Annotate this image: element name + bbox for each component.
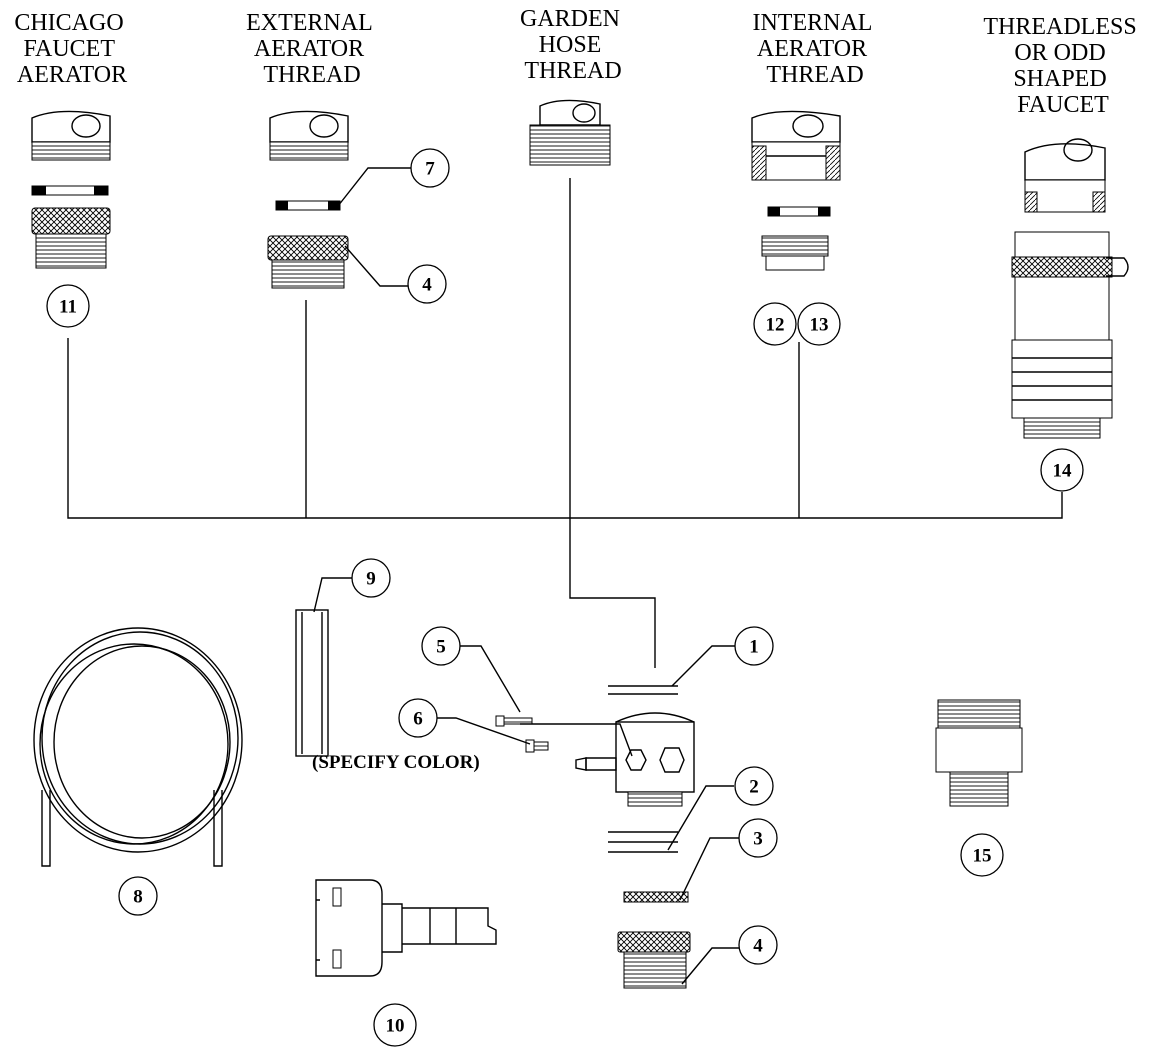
- leader-lines: [313, 167, 739, 985]
- callout-9: 9: [351, 558, 391, 598]
- washer-chicago: [31, 185, 109, 196]
- svg-text:6: 6: [413, 709, 423, 730]
- svg-text:1: 1: [749, 637, 759, 658]
- faucet-head-chicago: [31, 110, 111, 161]
- washer-external: [275, 200, 341, 211]
- svg-text:4: 4: [422, 275, 432, 296]
- callout-14: 14: [1040, 448, 1084, 492]
- header-internal: INTERNAL AERATOR THREAD: [752, 10, 877, 88]
- adapter-threadless-clamp: [1011, 231, 1129, 439]
- svg-text:15: 15: [973, 846, 992, 867]
- callout-7: 7: [410, 148, 450, 188]
- screw-5: [495, 715, 533, 727]
- svg-text:9: 9: [366, 569, 376, 590]
- faucet-head-garden: [529, 99, 611, 166]
- callout-15: 15: [960, 833, 1004, 877]
- svg-text:4: 4: [753, 936, 763, 957]
- callout-11: 11: [46, 284, 90, 328]
- connection-lines: [67, 178, 1063, 668]
- svg-text:12: 12: [766, 315, 785, 336]
- svg-text:2: 2: [749, 777, 759, 798]
- specify-color-note: (SPECIFY COLOR): [312, 752, 480, 773]
- vacuum-breaker: [935, 699, 1023, 807]
- washer-internal: [767, 206, 831, 217]
- svg-text:10: 10: [386, 1016, 405, 1037]
- header-chicago: CHICAGO FAUCET AERATOR: [14, 10, 129, 88]
- callout-10: 10: [373, 1003, 417, 1047]
- callout-6: 6: [398, 698, 438, 738]
- callout-5: 5: [421, 626, 461, 666]
- adapter-chicago: [31, 207, 111, 269]
- adapter-internal: [761, 235, 829, 271]
- adapter-external: [267, 235, 349, 289]
- faucet-head-threadless: [1024, 138, 1106, 213]
- callout-3: 3: [738, 818, 778, 858]
- callout-4-body: 4: [738, 925, 778, 965]
- callout-8: 8: [118, 876, 158, 916]
- callout-4-external: 4: [407, 264, 447, 304]
- screw-6: [525, 739, 549, 753]
- tubing-coil: [33, 627, 243, 867]
- tube-sleeve: [295, 609, 329, 757]
- callout-1: 1: [734, 626, 774, 666]
- faucet-head-external: [269, 110, 349, 161]
- callout-2: 2: [734, 766, 774, 806]
- callout-13: 13: [797, 302, 841, 346]
- header-threadless: THREADLESS OR ODD SHAPED FAUCET: [983, 14, 1142, 118]
- quick-disconnect: [315, 879, 497, 977]
- header-external: EXTERNAL AERATOR THREAD: [246, 10, 378, 88]
- diverter-body: [575, 685, 695, 989]
- faucet-head-internal: [751, 110, 841, 181]
- header-garden: GARDEN HOSE THREAD: [520, 6, 626, 84]
- svg-text:11: 11: [59, 297, 77, 318]
- svg-text:14: 14: [1053, 461, 1073, 482]
- svg-text:7: 7: [425, 159, 435, 180]
- svg-text:13: 13: [810, 315, 829, 336]
- svg-text:3: 3: [753, 829, 763, 850]
- svg-text:5: 5: [436, 637, 446, 658]
- svg-text:8: 8: [133, 887, 143, 908]
- callout-12: 12: [753, 302, 797, 346]
